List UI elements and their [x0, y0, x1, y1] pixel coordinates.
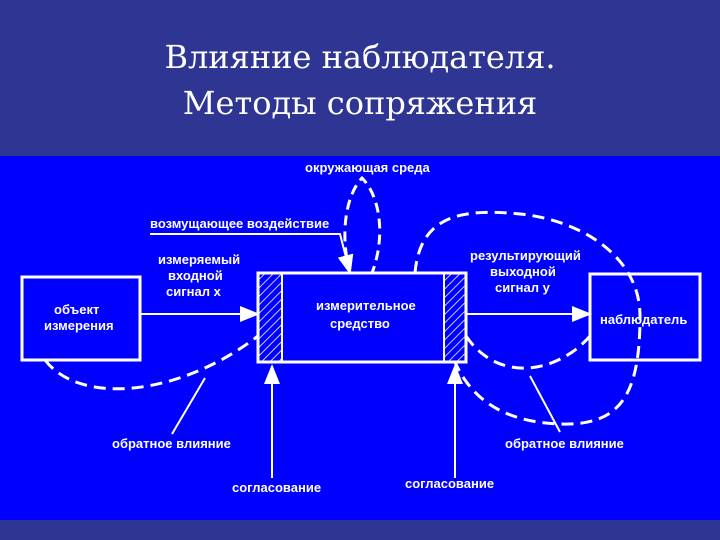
bottom-band [0, 520, 720, 540]
feedback-left-label: обратное влияние [112, 436, 231, 451]
disturbance-line [150, 233, 354, 275]
input-signal-label-3: сигнал x [166, 284, 222, 299]
environment-loop [343, 175, 382, 274]
feedback-right-loop [464, 335, 592, 370]
input-signal-label-2: входной [168, 268, 223, 283]
feedback-left-loop [43, 334, 259, 391]
feedback-right-label: обратное влияние [505, 436, 624, 451]
feedback-right-pointer [529, 375, 561, 433]
output-signal-label-2: выходной [490, 264, 556, 279]
observer-label: наблюдатель [600, 312, 687, 327]
object-label-1: объект [54, 302, 99, 317]
instrument-label-2: средство [330, 316, 390, 331]
input-signal-label-1: измеряемый [158, 252, 240, 267]
object-box [20, 275, 142, 362]
title-line-1: Влияние наблюдателя. [164, 38, 556, 76]
instrument-hatch-left [257, 272, 283, 363]
matching-right-label: согласование [405, 476, 494, 491]
title-bar: Влияние наблюдателя. Методы сопряжения [0, 0, 720, 156]
output-signal-label-3: сигнал y [495, 280, 551, 295]
instrument-label-1: измерительное [316, 298, 416, 313]
matching-left-label: согласование [232, 480, 321, 495]
disturbance-label: возмущающее воздействие [150, 216, 329, 231]
diagram-area [0, 156, 720, 520]
instrument-hatch-right [443, 272, 467, 363]
feedback-left-pointer [171, 377, 206, 435]
title-line-2: Методы сопряжения [182, 84, 538, 122]
measurement-diagram: окружающая среда возмущающее воздействие… [20, 160, 702, 495]
object-label-2: измерения [44, 318, 114, 333]
output-signal-label-1: результирующий [470, 248, 581, 263]
observer-loop [413, 210, 642, 426]
environment-label: окружающая среда [305, 160, 431, 175]
